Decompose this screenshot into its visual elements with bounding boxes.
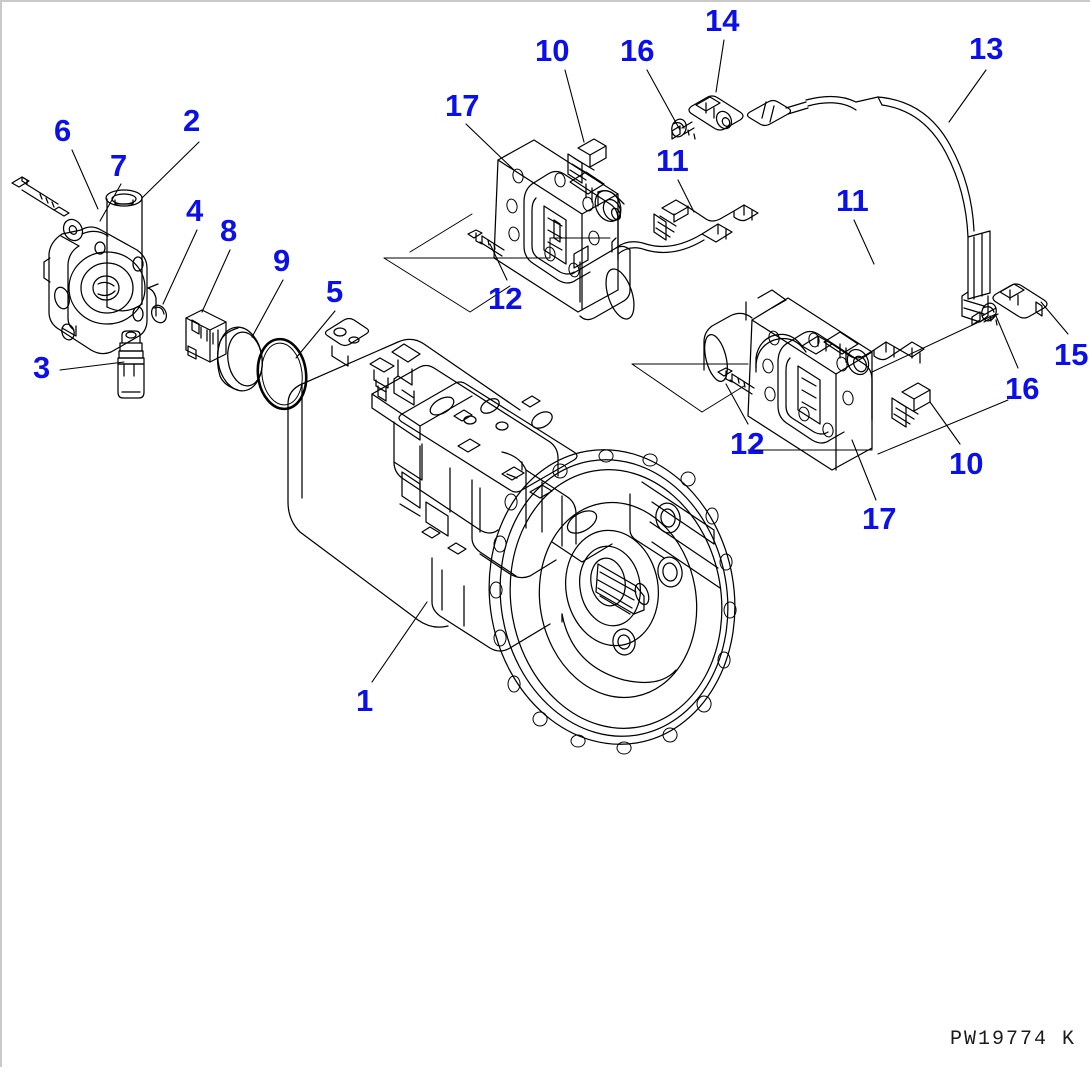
part-11-right-hose <box>755 333 925 373</box>
callout-10-right[interactable]: 10 <box>949 446 984 481</box>
callout-11-right[interactable]: 11 <box>836 183 869 218</box>
callout-16-right[interactable]: 16 <box>1005 371 1040 406</box>
part-6-bolt <box>11 176 70 217</box>
callout-7[interactable]: 7 <box>110 148 128 183</box>
part-8-coupling <box>185 309 227 363</box>
bell-housing <box>488 449 737 755</box>
part-3-valve-cartridge <box>117 330 145 399</box>
drawing-number: PW19774 K <box>949 1028 1076 1051</box>
part-14-tee-fitting <box>671 95 744 140</box>
callout-17-upper[interactable]: 17 <box>445 88 480 123</box>
part-7-washer <box>62 218 84 242</box>
callout-10-upper[interactable]: 10 <box>535 33 570 68</box>
part-5-o-ring <box>256 337 308 411</box>
callout-12-right[interactable]: 12 <box>730 426 765 461</box>
part-9-ring <box>216 326 263 392</box>
part-10-right-plug <box>891 382 931 428</box>
gear-pump-body <box>43 226 159 355</box>
callout-12-upper[interactable]: 12 <box>488 281 523 316</box>
callout-17-right[interactable]: 17 <box>862 501 897 536</box>
callout-8[interactable]: 8 <box>220 213 238 248</box>
callout-6[interactable]: 6 <box>54 113 72 148</box>
callout-9[interactable]: 9 <box>273 243 291 278</box>
part-13-hose <box>746 95 991 323</box>
right-valve-assembly <box>703 289 873 471</box>
part-10-upper-plug <box>567 138 607 184</box>
part-12-upper-bolt <box>467 229 505 257</box>
callout-2[interactable]: 2 <box>183 103 201 138</box>
main-pump-assembly <box>287 338 613 652</box>
part-2-sleeve <box>105 189 143 312</box>
callout-15[interactable]: 15 <box>1054 337 1089 372</box>
callout-13[interactable]: 13 <box>969 31 1004 66</box>
callout-11-upper[interactable]: 11 <box>656 143 689 178</box>
callout-5[interactable]: 5 <box>326 274 344 309</box>
callout-1[interactable]: 1 <box>356 683 374 718</box>
part-15-elbow-fitting <box>971 283 1048 326</box>
callout-4[interactable]: 4 <box>186 193 204 228</box>
callout-14[interactable]: 14 <box>705 3 740 38</box>
callout-16-upper[interactable]: 16 <box>620 33 655 68</box>
assembly-guide-lines <box>383 213 1009 455</box>
callout-3[interactable]: 3 <box>33 350 51 385</box>
part-11-upper-hose <box>611 199 759 255</box>
part-12-right-bolt <box>717 367 755 395</box>
pump-pilot-fittings <box>324 317 395 402</box>
part-4-pin <box>150 304 168 324</box>
